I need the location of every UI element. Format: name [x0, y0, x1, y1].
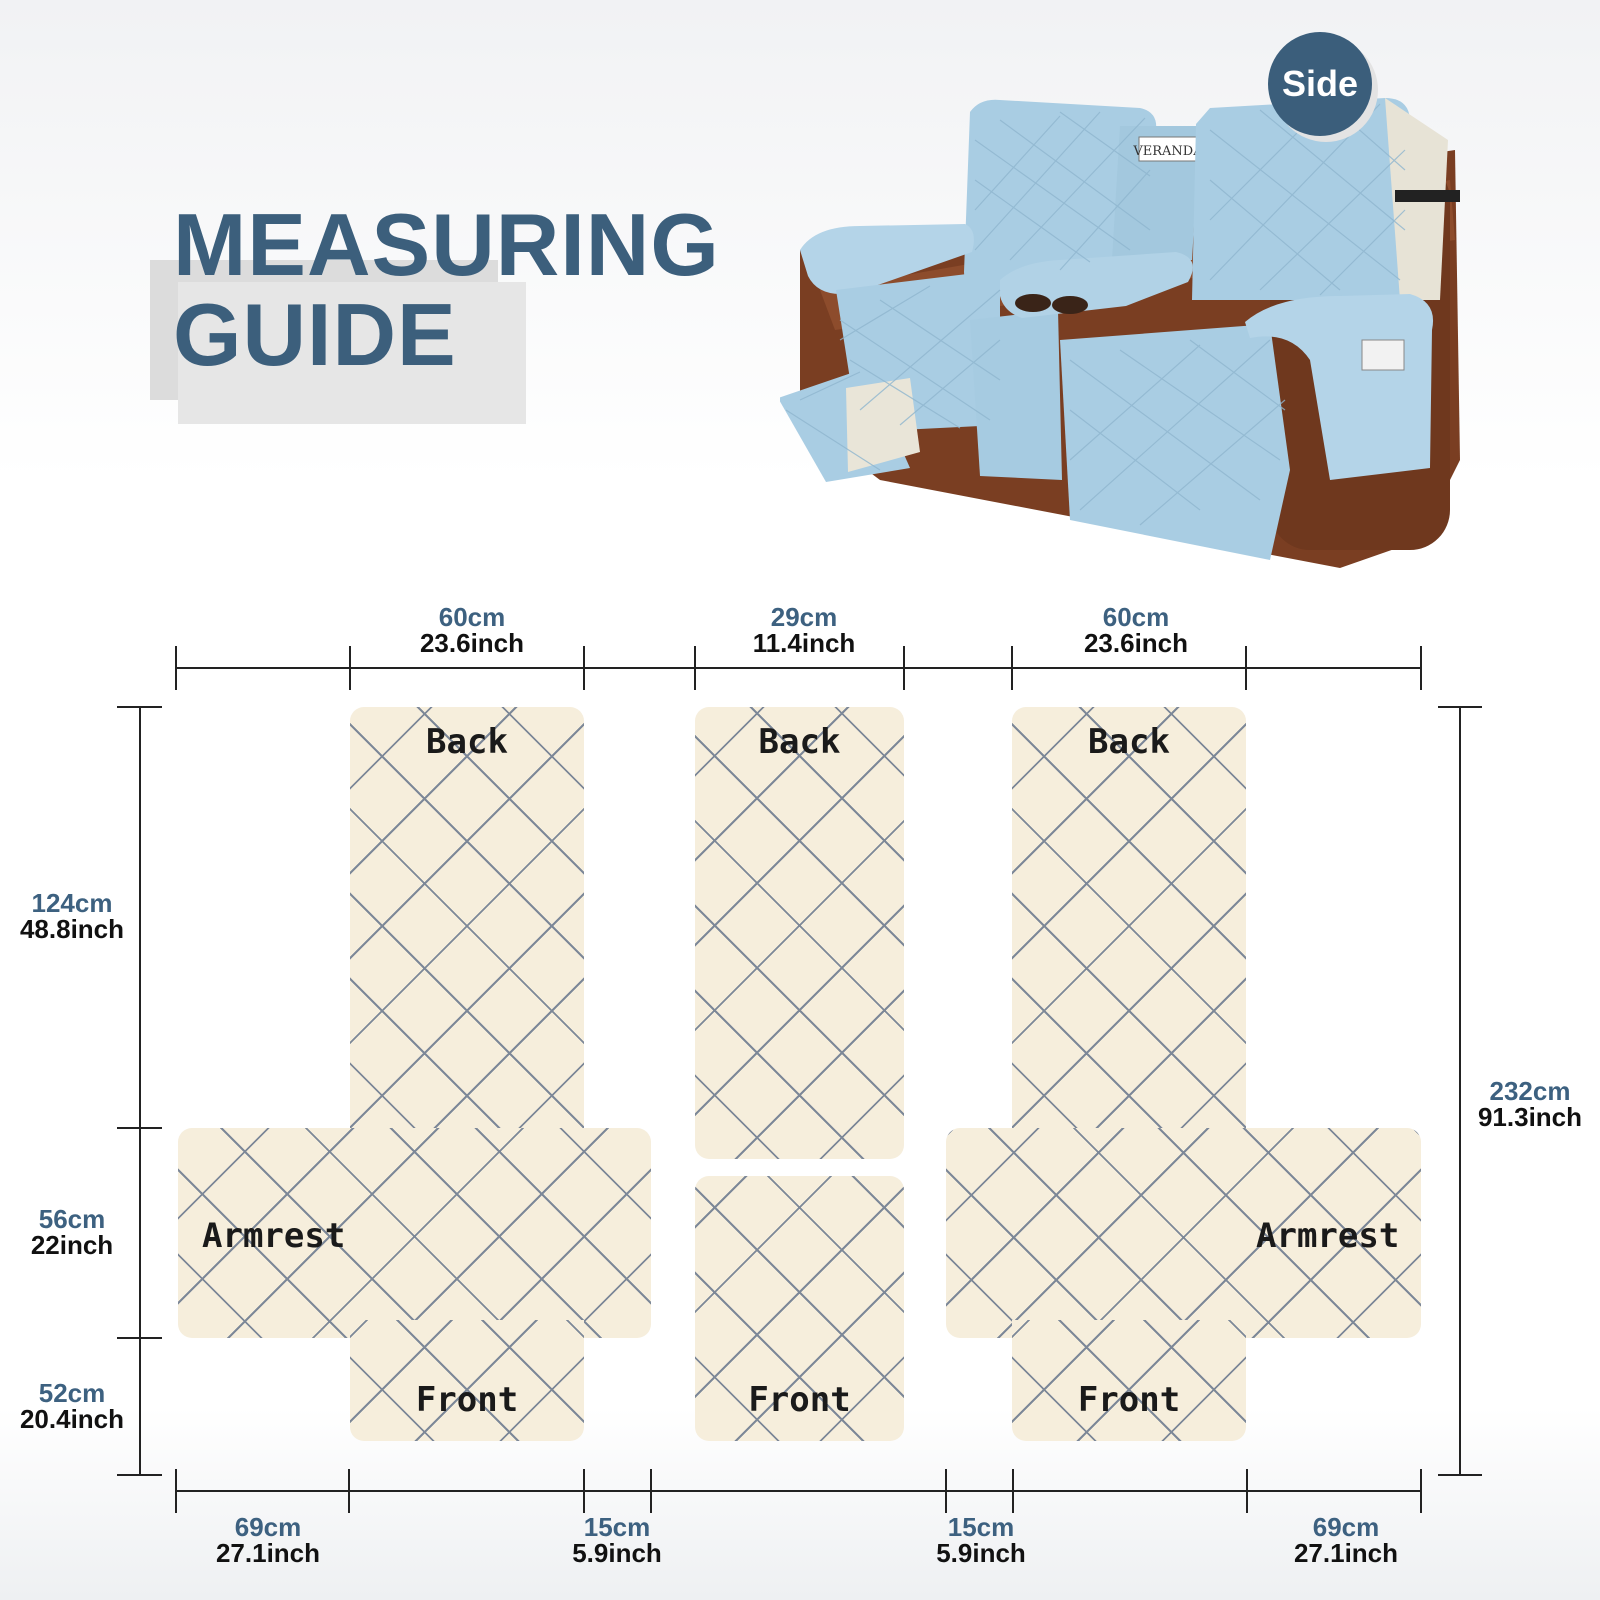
dim-cm: 69cm — [234, 1512, 302, 1542]
page-title: MEASURING GUIDE — [173, 200, 720, 380]
title-line-1: MEASURING — [173, 195, 720, 294]
dim-left-armrest: 56cm 22inch — [8, 1206, 136, 1258]
label-back-center: Back — [758, 722, 841, 762]
center-cover-front-panel — [695, 1176, 904, 1441]
dim-inch: 23.6inch — [419, 628, 525, 658]
label-front-right: Front — [1077, 1380, 1181, 1420]
dim-cm: 56cm — [38, 1204, 106, 1234]
title-line-2: GUIDE — [173, 285, 457, 384]
dim-cm: 29cm — [770, 602, 838, 632]
dim-right-total-length: 232cm 91.3inch — [1466, 1078, 1594, 1130]
side-badge: Side — [1268, 32, 1372, 136]
dim-inch: 23.6inch — [1083, 628, 1189, 658]
dim-cm: 60cm — [1102, 602, 1170, 632]
right-cover-armrest-panel — [946, 1128, 1421, 1338]
recliner-sofa-image: VERANDA — [780, 98, 1460, 568]
label-back-right: Back — [1088, 722, 1170, 762]
dim-bottom-right-gap: 15cm 5.9inch — [916, 1514, 1046, 1566]
dim-inch: 27.1inch — [1293, 1538, 1399, 1568]
left-cover-armrest-panel — [178, 1128, 651, 1338]
dim-bottom-right-arm: 69cm 27.1inch — [1266, 1514, 1426, 1566]
label-armrest-left: Armrest — [202, 1216, 346, 1256]
dim-cm: 52cm — [38, 1378, 106, 1408]
dim-inch: 48.8inch — [19, 914, 125, 944]
center-cover-back-panel — [695, 707, 904, 1159]
dim-inch: 91.3inch — [1477, 1102, 1583, 1132]
dim-cm: 232cm — [1489, 1076, 1571, 1106]
left-cover-front-panel — [350, 1320, 584, 1441]
dim-inch: 11.4inch — [752, 628, 856, 658]
dim-cm: 124cm — [31, 888, 113, 918]
right-cover-back-panel — [1012, 707, 1246, 1147]
dim-inch: 5.9inch — [936, 1538, 1026, 1568]
dim-inch: 22inch — [30, 1230, 114, 1260]
dim-inch: 20.4inch — [19, 1404, 125, 1434]
label-back-left: Back — [426, 722, 508, 762]
label-armrest-right: Armrest — [1256, 1216, 1400, 1256]
right-cover-front-panel — [1012, 1320, 1246, 1441]
dim-top-center: 29cm 11.4inch — [724, 604, 884, 656]
dim-left-back: 124cm 48.8inch — [8, 890, 136, 942]
dim-bottom-left-arm: 69cm 27.1inch — [188, 1514, 348, 1566]
label-front-left: Front — [415, 1380, 519, 1420]
dim-cm: 60cm — [438, 602, 506, 632]
dim-top-right-seat: 60cm 23.6inch — [1056, 604, 1216, 656]
label-front-center: Front — [748, 1380, 851, 1420]
dim-inch: 5.9inch — [572, 1538, 662, 1568]
brand-label: VERANDA — [1132, 144, 1203, 159]
left-cover-back-panel — [350, 707, 584, 1147]
dim-cm: 15cm — [583, 1512, 651, 1542]
dim-bottom-left-gap: 15cm 5.9inch — [552, 1514, 682, 1566]
title-shadow-front — [178, 282, 526, 424]
dim-top-left-seat: 60cm 23.6inch — [392, 604, 552, 656]
dim-inch: 27.1inch — [215, 1538, 321, 1568]
dim-cm: 15cm — [947, 1512, 1015, 1542]
dim-cm: 69cm — [1312, 1512, 1380, 1542]
dim-left-front: 52cm 20.4inch — [8, 1380, 136, 1432]
